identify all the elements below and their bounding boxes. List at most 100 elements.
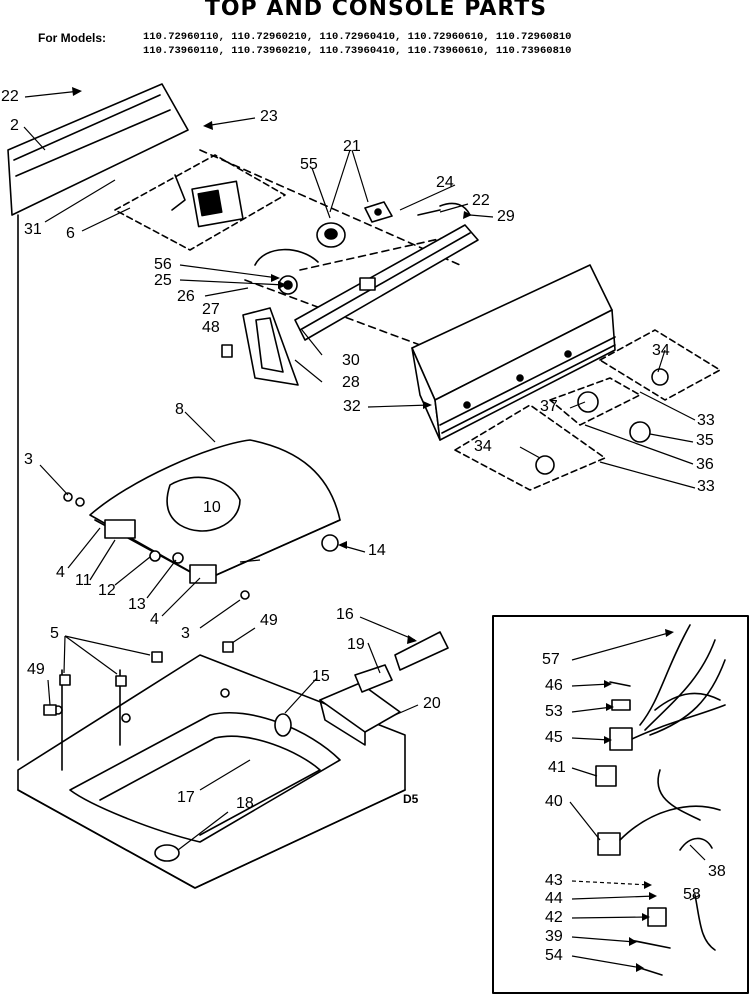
callout-13: 13 [128,596,146,613]
leader-lines [23,90,706,969]
console-32 [411,264,616,441]
harness-wire-b [657,769,701,821]
wire-58 [694,894,716,951]
callout-15: 15 [312,668,330,685]
part-39 [629,939,671,949]
part-42 [647,907,667,927]
callout-58: 58 [683,886,701,903]
hinge-15 [274,713,292,737]
part-46 [609,681,631,687]
actuator-16 [394,631,449,671]
callout-16: 16 [336,606,354,623]
callout-5: 5 [50,625,59,642]
timer-bracket [114,154,286,251]
callout-25: 25 [154,272,172,289]
callout-26: 26 [177,288,195,305]
callout-20: 20 [423,695,441,712]
callout-33-lower: 33 [697,478,715,495]
connector-40 [597,832,621,856]
clip-48 [221,344,233,358]
callout-6: 6 [66,225,75,242]
clip-5-c [115,675,127,687]
callout-17: 17 [177,789,195,806]
callout-8: 8 [175,401,184,418]
callout-22-a: 22 [1,88,19,105]
knob-34-lower [535,455,555,475]
screw-3-upper [63,492,73,502]
knob-plate-33-lower [454,404,606,491]
callout-23: 23 [260,108,278,125]
callout-39: 39 [545,928,563,945]
callout-34-upper: 34 [652,342,670,359]
callout-11: 11 [75,572,92,589]
knob-55 [316,222,346,248]
screw-3-upper-b [75,497,85,507]
callout-19: 19 [347,636,365,653]
callout-54: 54 [545,947,563,964]
knob-plate-36 [549,377,641,426]
callout-3-lower: 3 [181,625,190,642]
callout-30: 30 [342,352,360,369]
callout-34-lower: 34 [474,438,492,455]
top-panel [7,83,189,216]
clip-49-b [43,704,57,716]
callout-38: 38 [708,863,726,880]
connector-45 [609,727,633,751]
callout-31: 31 [24,221,42,238]
callout-49-left: 49 [27,661,45,678]
part-53 [611,699,631,711]
wire-harness-57 [629,624,726,741]
knob-34-upper [651,368,669,386]
lid-switch-20 [319,682,401,746]
switch-19 [354,664,393,693]
guide-line-2 [244,279,421,346]
arrowheads [72,87,674,972]
callout-27: 27 [202,301,220,318]
callout-36: 36 [696,456,714,473]
callout-24: 24 [436,174,454,191]
part-38 [679,837,713,851]
models-line-1: 110.72960110, 110.72960210, 110.72960410… [143,31,572,43]
callout-53: 53 [545,703,563,720]
callout-32: 32 [343,398,361,415]
lid-8 [89,439,341,584]
callout-35: 35 [696,432,714,449]
models-label: For Models: [38,31,106,45]
wire-harness-56 [254,248,319,266]
clip-5-a [151,651,163,663]
console-rail-30 [278,224,479,341]
callout-10: 10 [203,499,221,516]
callout-48: 48 [202,319,220,336]
inset-panel [492,615,749,994]
callout-44: 44 [545,890,563,907]
callout-21: 21 [343,138,361,155]
cabinet-top [17,654,406,889]
callout-3-upper: 3 [24,451,33,468]
guide-line-1 [199,149,461,266]
callout-28: 28 [342,374,360,391]
wire-29 [439,202,471,216]
callout-45: 45 [545,729,563,746]
part-54 [639,967,663,976]
callout-18: 18 [236,795,254,812]
callout-12: 12 [98,582,116,599]
callout-57: 57 [542,651,560,668]
switch-21 [364,201,393,223]
callout-55: 55 [300,156,318,173]
diagram-code: D5 [403,792,419,806]
callout-42: 42 [545,909,563,926]
bracket-28 [242,307,299,386]
harness-wire-a [619,805,721,841]
models-line-2: 110.73960110, 110.73960210, 110.73960410… [143,45,572,57]
callout-40: 40 [545,793,563,810]
knob-plate-33-upper [599,329,721,401]
callout-4-left: 4 [56,564,65,581]
callout-37: 37 [540,398,558,415]
callout-41: 41 [548,759,566,776]
callout-33-upper: 33 [697,412,715,429]
callout-49-right: 49 [260,612,278,629]
screw-22 [417,209,441,216]
diagram-title: TOP AND CONSOLE PARTS [204,0,548,21]
screw-3-lower [240,590,250,600]
